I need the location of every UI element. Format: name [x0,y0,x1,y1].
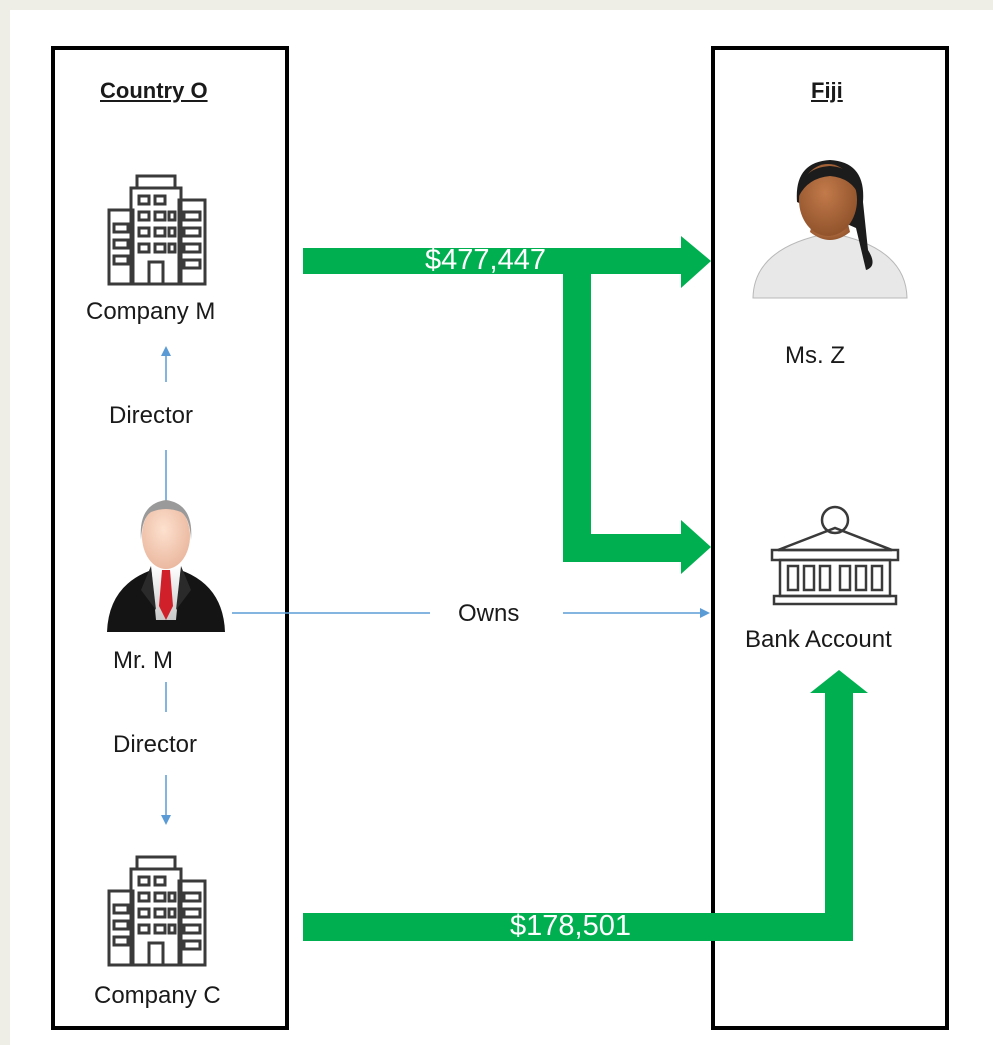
owns-label: Owns [458,600,520,627]
director-bottom-arrow [161,682,171,825]
amount-178501-label: $178,501 [510,910,631,942]
amount-477447-label: $477,447 [425,244,546,276]
director-top-arrow [161,346,171,508]
country-o-title: Country O [100,78,208,103]
businessman-icon [107,500,225,632]
diagram-canvas: Country O Fiji Company M Director Mr. M … [10,10,993,1045]
fiji-box [711,46,949,1030]
mr-m-label: Mr. M [113,647,173,674]
bank-account-label: Bank Account [745,626,892,653]
company-c-label: Company C [94,982,221,1009]
company-m-building-icon [107,174,207,286]
company-c-building-icon [107,855,207,967]
flow-477447-arrow [303,236,711,574]
company-m-label: Company M [86,298,216,325]
woman-icon [752,160,908,299]
director-top-label: Director [109,402,194,429]
diagram-svg [51,46,949,1030]
fiji-title: Fiji [811,78,843,103]
ms-z-label: Ms. Z [785,342,845,369]
owns-arrow [232,608,710,618]
bank-icon [770,505,900,606]
country-o-box [51,46,289,1030]
director-bottom-label: Director [113,731,198,758]
flow-178501-arrow [303,670,868,941]
